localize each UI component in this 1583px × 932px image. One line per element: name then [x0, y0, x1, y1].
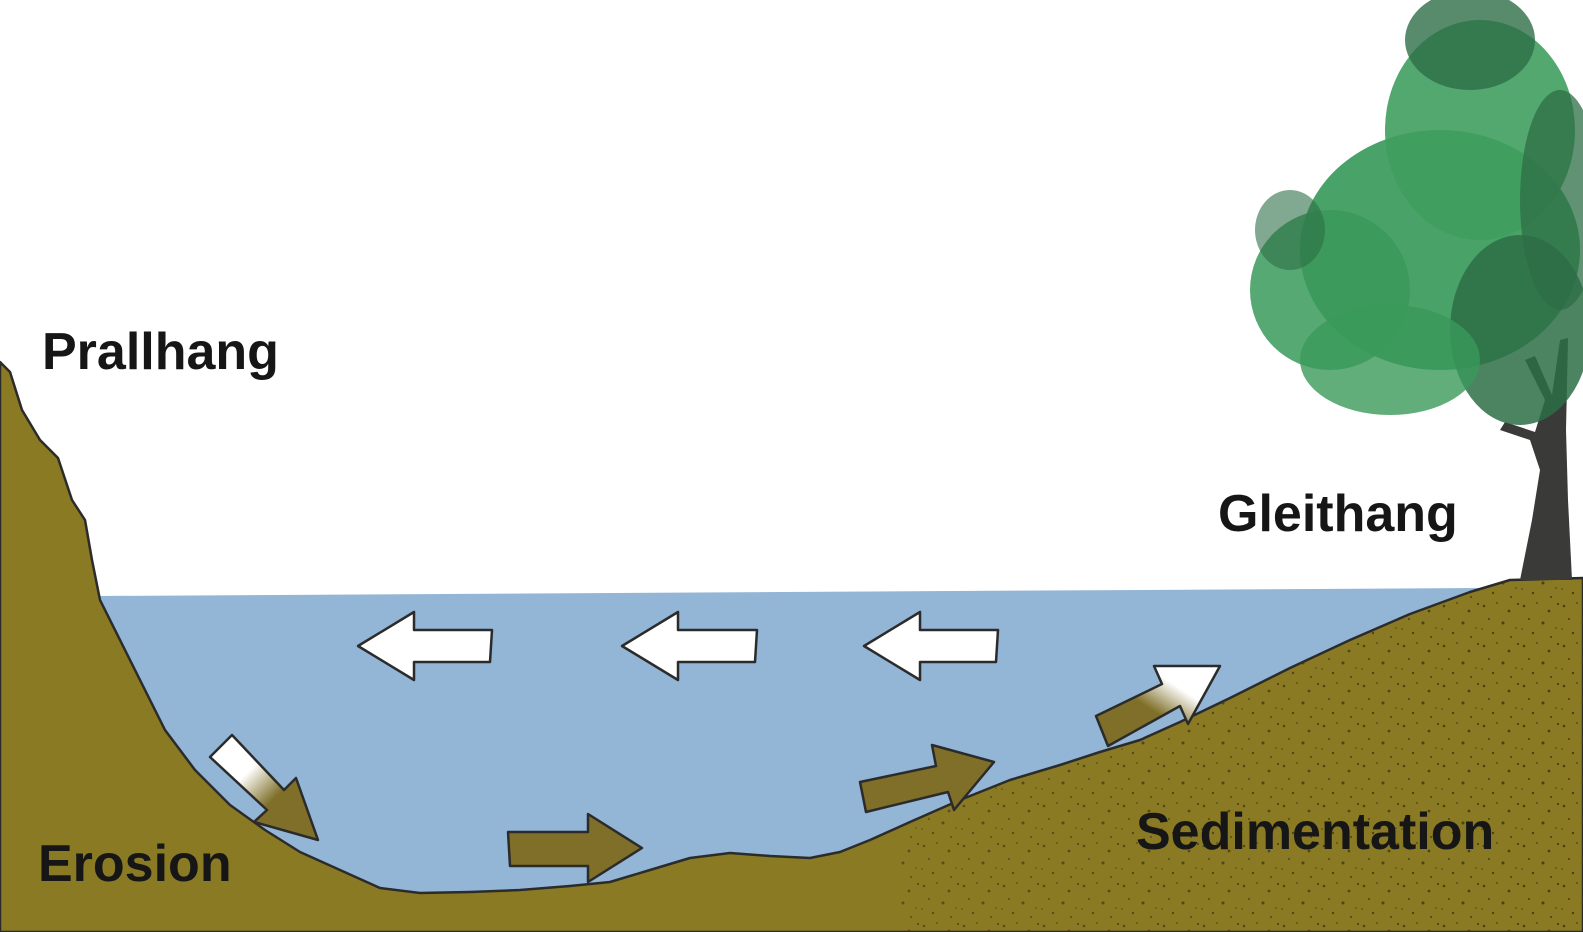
right-arrow-icon — [858, 743, 996, 814]
left-arrow-icon — [356, 610, 494, 682]
gleithang-label: Gleithang — [1218, 485, 1458, 543]
prallhang-label: Prallhang — [42, 323, 279, 381]
sedimentation-label: Sedimentation — [1136, 803, 1495, 861]
erosion-label: Erosion — [38, 835, 232, 893]
right-arrow-icon — [506, 812, 644, 884]
sediment-texture — [900, 578, 1583, 932]
left-arrow-icon — [862, 610, 1000, 682]
right-arrow-icon — [208, 733, 320, 842]
right-arrow-icon — [1094, 664, 1222, 748]
left-arrow-icon — [620, 610, 759, 682]
tree-icon — [1250, 0, 1583, 580]
